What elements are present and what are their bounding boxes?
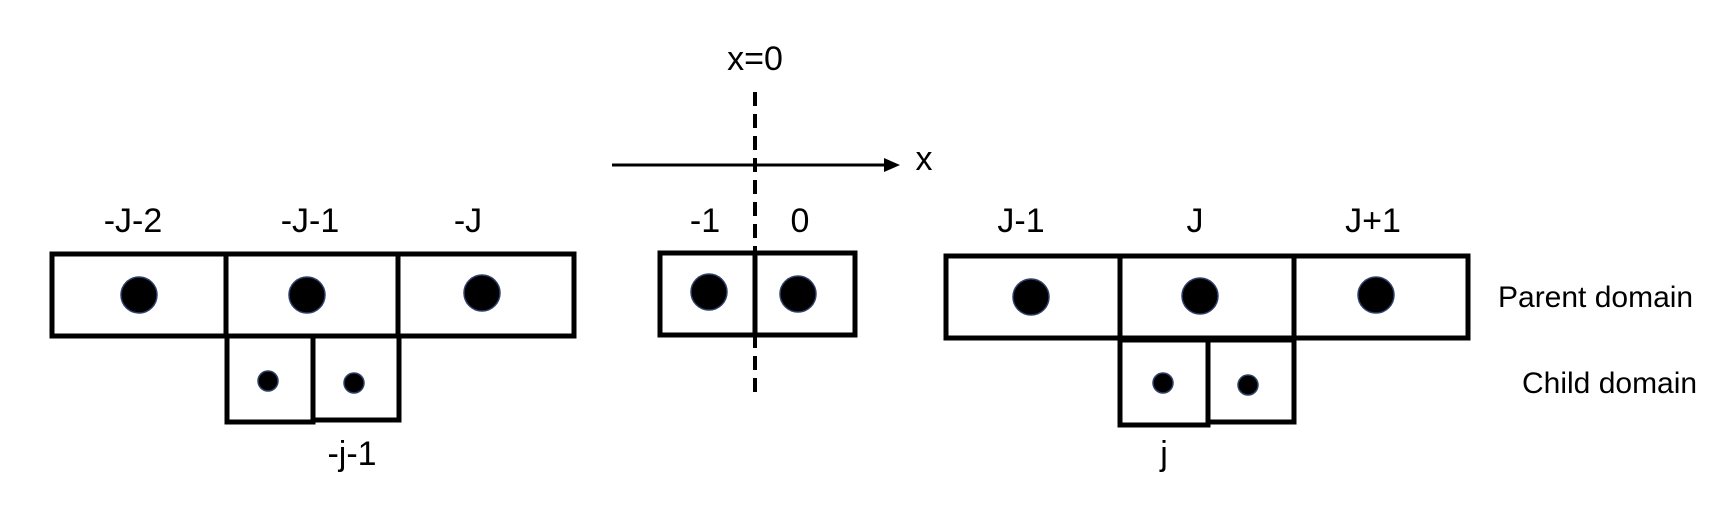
parent-cell-center-dot	[690, 273, 728, 311]
child-cell	[1205, 337, 1297, 425]
parent-cell-center-dot	[779, 275, 817, 313]
child-cell-center-dot	[343, 372, 365, 394]
parent-cell-center-dot	[1357, 276, 1395, 314]
parent-domain-label: Parent domain	[1498, 281, 1693, 314]
right-cell-group: J-1 J J+1 j	[943, 202, 1471, 473]
child-cell-center-dot	[1152, 372, 1174, 394]
cell-label-neg-J-minus-1: -J-1	[281, 202, 340, 240]
cell-label-0: 0	[791, 202, 810, 240]
child-cell-center-dot	[257, 370, 279, 392]
parent-cell	[1291, 253, 1471, 341]
cell-label-neg-J: -J	[454, 202, 482, 240]
cell-label-J-plus-1: J+1	[1345, 202, 1401, 240]
cell-label-neg-J-minus-2: -J-2	[104, 202, 163, 240]
parent-cell-center-dot	[120, 276, 158, 314]
child-domain-label: Child domain	[1522, 367, 1697, 400]
parent-cell-center-dot	[288, 276, 326, 314]
left-cell-group: -J-2 -J-1 -J -j-1	[49, 202, 577, 473]
x-axis-arrowhead	[884, 158, 900, 172]
cell-label-J-minus-1: J-1	[997, 202, 1044, 240]
child-cell-center-dot	[1237, 374, 1259, 396]
parent-cell-center-dot	[1012, 278, 1050, 316]
parent-cell-center-dot	[463, 274, 501, 312]
x-axis-label: x	[916, 140, 933, 178]
center-cell-group: -1 0	[657, 202, 858, 338]
cell-label-neg-1: -1	[690, 202, 720, 240]
child-cell-label-neg-j-minus-1: -j-1	[327, 435, 376, 473]
parent-cell	[752, 250, 858, 338]
child-cell	[310, 333, 402, 423]
cell-label-J: J	[1187, 202, 1204, 240]
parent-cell	[395, 251, 577, 339]
parent-cell-center-dot	[1181, 277, 1219, 315]
child-cell-label-j: j	[1159, 435, 1168, 473]
origin-label: x=0	[727, 40, 783, 78]
